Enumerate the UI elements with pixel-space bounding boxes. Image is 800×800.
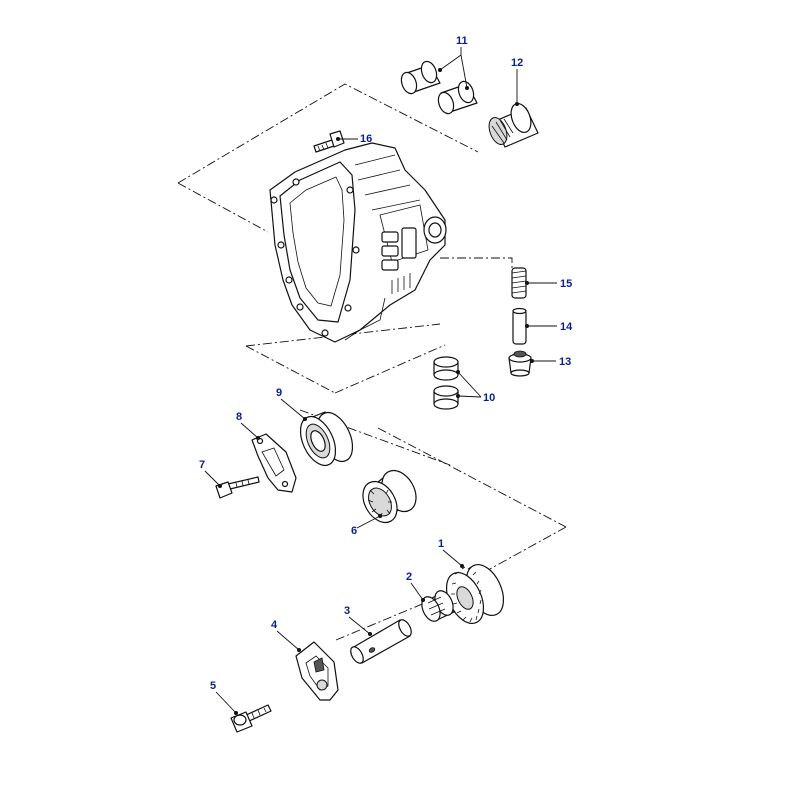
leader-line-2 <box>410 582 424 601</box>
leader-line-7 <box>204 470 221 487</box>
callout-14: 14 <box>560 321 573 333</box>
leader-dot-11 <box>438 68 442 72</box>
callout-7: 7 <box>199 459 205 471</box>
leader-dot-11-b <box>465 86 469 90</box>
leader-dot-4 <box>297 648 301 652</box>
callout-10: 10 <box>483 392 495 404</box>
leader-dot-10-b <box>456 394 460 398</box>
callout-16: 16 <box>360 133 372 145</box>
callout-11: 11 <box>456 35 468 47</box>
needle-bearing-part-2 <box>421 590 455 622</box>
plunger-part-14 <box>512 307 527 345</box>
casing-valve-block <box>381 227 417 294</box>
callout-8: 8 <box>236 411 242 423</box>
leader-dot-5 <box>234 711 238 715</box>
leader-dot-2 <box>421 598 425 602</box>
callout-4: 4 <box>271 619 278 631</box>
leader-line-4 <box>276 630 300 651</box>
callout-12: 12 <box>511 57 523 69</box>
callout-15: 15 <box>560 278 572 290</box>
leader-dot-13 <box>530 359 534 363</box>
ball-bearing-part-9 <box>299 411 354 467</box>
gear-part-1 <box>445 564 505 624</box>
leader-line-9 <box>280 398 306 420</box>
leader-line-10 <box>457 371 482 398</box>
plug-part-13 <box>508 350 532 377</box>
leader-dot-10 <box>456 370 460 374</box>
spring-part-15 <box>511 267 527 299</box>
flange-bolt-holes <box>270 178 360 337</box>
leader-dot-12 <box>515 102 519 106</box>
leader-line-3 <box>348 616 371 635</box>
leader-line-8 <box>240 422 259 439</box>
callout-2: 2 <box>406 571 412 583</box>
leader-dot-6 <box>378 514 382 518</box>
bolt-part-7 <box>215 476 260 499</box>
roller-bearing-part-6 <box>362 469 417 524</box>
leader-dot-16 <box>336 137 340 141</box>
bolt-part-5 <box>230 704 272 733</box>
callout-1: 1 <box>438 538 444 550</box>
leader-line-5 <box>215 691 237 714</box>
bolt-part-16 <box>313 130 345 153</box>
leader-line-6 <box>356 515 381 529</box>
callout-3: 3 <box>344 605 350 617</box>
callout-labels: 1 2 3 4 5 6 7 8 9 10 11 12 13 14 15 16 <box>199 35 573 692</box>
leader-dot-14 <box>525 324 529 328</box>
leader-dot-7 <box>218 484 222 488</box>
callout-13: 13 <box>559 356 571 368</box>
leader-dot-8 <box>256 436 260 440</box>
leader-dot-3 <box>368 632 372 636</box>
leader-line-1 <box>442 549 463 567</box>
leader-dot-15 <box>525 281 529 285</box>
bush-pair-part-10 <box>433 356 459 410</box>
leader-dot-1 <box>460 564 464 568</box>
leader-dot-9 <box>303 417 307 421</box>
thrust-plate-part-4 <box>295 641 339 701</box>
callout-9: 9 <box>276 387 282 399</box>
shaft-part-3 <box>350 619 412 664</box>
callout-6: 6 <box>351 525 357 537</box>
transmission-casing <box>269 142 447 343</box>
leader-line-11 <box>439 47 468 89</box>
callout-leaders <box>204 47 557 715</box>
callout-5: 5 <box>210 680 216 692</box>
retaining-plate-part-8 <box>251 433 297 493</box>
bush-pair-part-11 <box>400 60 478 115</box>
bearing-cup-part-12 <box>488 102 539 148</box>
